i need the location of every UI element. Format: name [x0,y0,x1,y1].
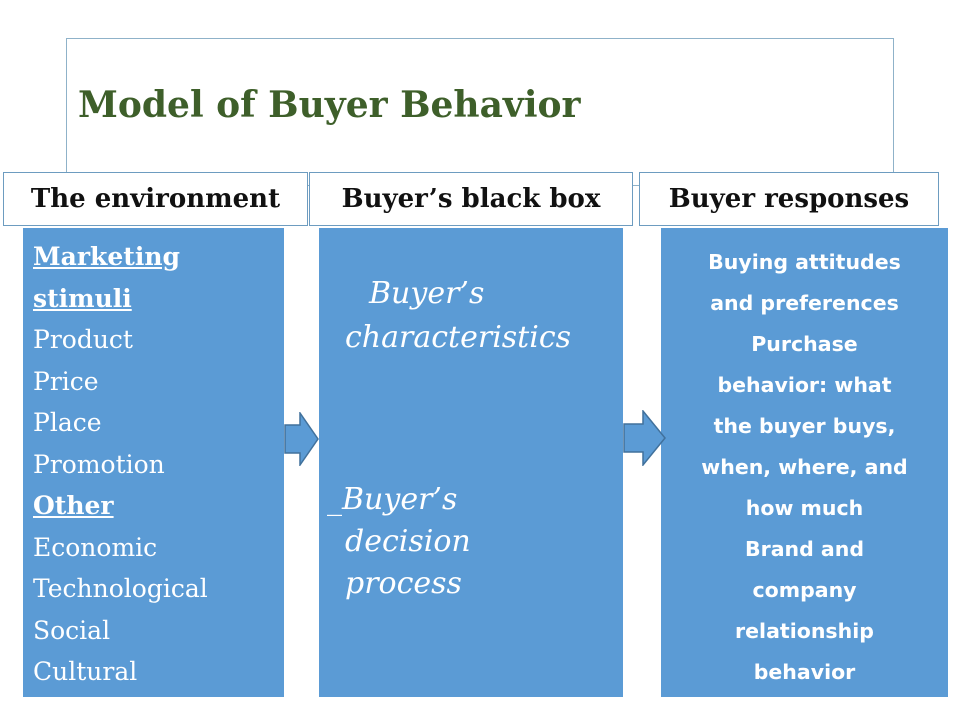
resp-line-6: when, where, and [701,455,908,479]
env-line-stimuli: stimuli [33,283,132,313]
env-line-technological: Technological [33,574,208,603]
responses-box: Buying attitudes and preferences Purchas… [661,228,948,697]
header-responses: Buyer responses [639,172,939,226]
resp-line-7: how much [745,496,864,520]
env-line-promotion: Promotion [33,449,165,479]
resp-line-10: relationship [735,619,874,643]
decision-line-3: process [345,566,462,601]
env-line-marketing: Marketing [33,242,180,271]
resp-line-3: Purchase [751,332,858,356]
env-line-price: Price [33,366,99,396]
characteristics-line-2: characteristics [345,320,572,355]
resp-line-4: behavior: what [717,373,892,397]
resp-line-1: Buying attitudes [708,250,901,274]
env-line-cultural: Cultural [33,657,138,686]
env-line-social: Social [33,615,111,645]
decision-line-2: decision [345,524,471,559]
page-title: Model of Buyer Behavior [78,84,581,126]
env-line-economic: Economic [33,532,158,562]
resp-line-9: company [752,578,857,602]
decision-line-1: _Buyer’s [327,482,458,517]
header-environment: The environment [3,172,308,226]
resp-line-5: the buyer buys, [713,414,896,438]
arrow-right-icon [284,412,319,466]
resp-line-11: behavior [753,660,856,684]
characteristics-line-1: Buyer’s [369,276,485,311]
black-box: Buyer’s characteristics _Buyer’s decisio… [319,228,623,697]
env-line-other: Other [33,491,114,520]
resp-line-2: and preferences [710,291,899,315]
env-line-place: Place [33,408,102,437]
environment-box: Marketing stimuli Product Price Place Pr… [23,228,284,697]
header-black-box: Buyer’s black box [309,172,633,226]
resp-line-8: Brand and [744,537,865,561]
env-line-product: Product [33,325,133,354]
arrow-right-icon [623,410,666,466]
